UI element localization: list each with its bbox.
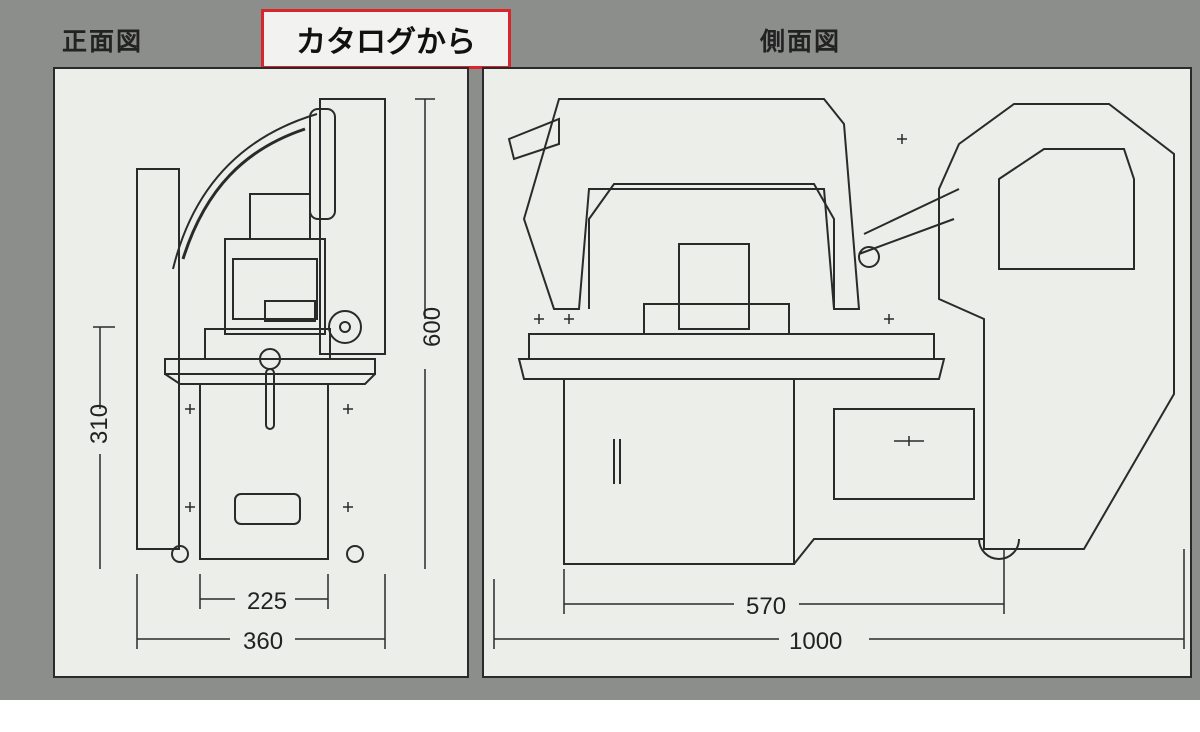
- front-view-title: 正面図: [62, 27, 144, 56]
- catalog-callout-text: カタログから: [296, 25, 476, 60]
- front-mount-markers: [185, 404, 353, 512]
- dim-base-length: 570: [746, 593, 786, 620]
- catalog-callout-box: カタログから: [261, 9, 511, 69]
- front-machine-outline: [136, 98, 386, 563]
- dim-inner-width: 225: [247, 588, 287, 615]
- side-dimension-lines: [493, 549, 1185, 649]
- dim-base-height: 310: [86, 404, 113, 444]
- dim-overall-width: 360: [243, 628, 283, 655]
- dim-overall-length: 1000: [789, 628, 842, 655]
- drawing-sheet: 正面図 側面図 カタログから: [0, 0, 1200, 700]
- side-machine-outline: [507, 98, 1175, 565]
- side-view-drawing: 570 1000: [493, 98, 1185, 655]
- front-view-panel: 600 310 225 360: [53, 67, 469, 678]
- side-view-title: 側面図: [760, 27, 842, 56]
- dim-overall-height: 600: [419, 307, 446, 347]
- front-dimension-lines: [93, 98, 435, 649]
- side-mount-markers: [534, 134, 924, 446]
- side-view-panel: 570 1000: [482, 67, 1192, 678]
- front-view-drawing: 600 310 225 360: [86, 98, 446, 655]
